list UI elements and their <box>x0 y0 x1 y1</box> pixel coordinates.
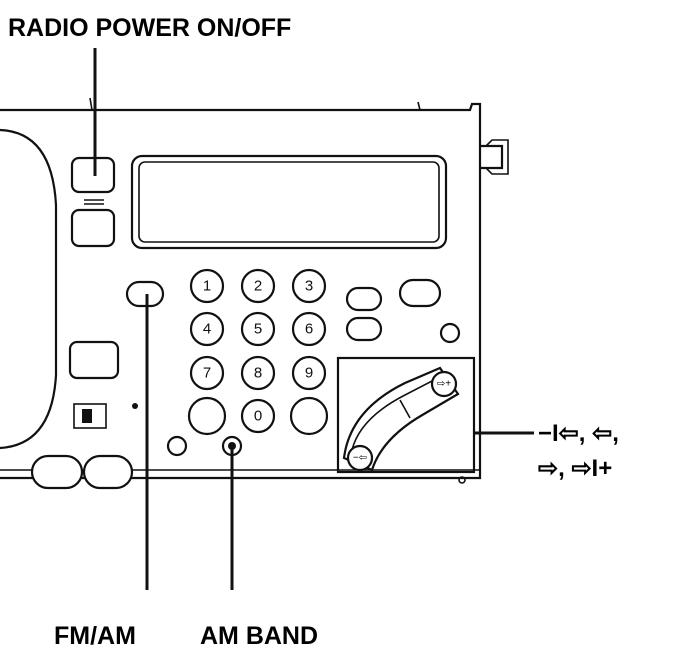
fm-am-label: FM/AM <box>54 622 136 650</box>
key-3[interactable] <box>291 268 327 304</box>
tuning-label-line1: −I⇦, ⇦, <box>538 420 619 447</box>
tune-up-end[interactable] <box>430 370 458 398</box>
key-0[interactable] <box>240 398 276 434</box>
left-side-button[interactable] <box>68 340 120 380</box>
tune-down-end[interactable] <box>346 444 374 472</box>
key-4-label: 4 <box>203 321 211 338</box>
key-6[interactable] <box>291 311 327 347</box>
small-round-button[interactable] <box>166 435 188 457</box>
side-clip <box>480 144 504 170</box>
key-9[interactable] <box>291 355 327 391</box>
key-8-label: 8 <box>254 365 262 382</box>
key-6-label: 6 <box>305 321 313 338</box>
tune-up-icon: ⇨+ <box>437 379 451 390</box>
key-7-label: 7 <box>203 365 211 382</box>
tuning-panel: ⇨+ −⇦ <box>336 356 476 474</box>
bottom-oval-button-right[interactable] <box>82 454 134 490</box>
tuning-label-line2: ⇨, ⇨I+ <box>538 455 612 482</box>
key-9-label: 9 <box>305 365 313 382</box>
right-oval-button-large[interactable] <box>398 278 442 308</box>
key-0-label: 0 <box>254 408 262 425</box>
right-oval-button-2[interactable] <box>345 316 383 342</box>
key-7[interactable] <box>189 355 225 391</box>
key-blank-left[interactable] <box>187 396 227 436</box>
keypad: 1 2 3 4 5 6 7 8 9 0 <box>187 268 329 436</box>
right-small-round-button[interactable] <box>439 322 461 344</box>
key-2[interactable] <box>240 268 276 304</box>
bottom-oval-button-left[interactable] <box>30 454 84 490</box>
key-3-label: 3 <box>305 278 313 295</box>
fm-am-button[interactable] <box>125 280 165 308</box>
key-1-label: 1 <box>203 278 211 295</box>
key-2-label: 2 <box>254 278 262 295</box>
key-blank-right[interactable] <box>289 396 329 436</box>
tune-down-icon: −⇦ <box>353 453 367 464</box>
power-secondary-button[interactable] <box>70 208 116 248</box>
radio-power-label: RADIO POWER ON/OFF <box>8 14 291 42</box>
am-band-label: AM BAND <box>200 622 318 650</box>
key-1[interactable] <box>189 268 225 304</box>
key-8[interactable] <box>240 355 276 391</box>
key-5[interactable] <box>240 311 276 347</box>
radio-power-button[interactable] <box>70 156 116 194</box>
key-5-label: 5 <box>254 321 262 338</box>
tuning-rocker[interactable] <box>342 366 460 472</box>
hold-switch[interactable] <box>73 403 107 429</box>
key-4[interactable] <box>189 311 225 347</box>
display-window <box>130 154 448 250</box>
right-oval-button-1[interactable] <box>345 286 383 312</box>
